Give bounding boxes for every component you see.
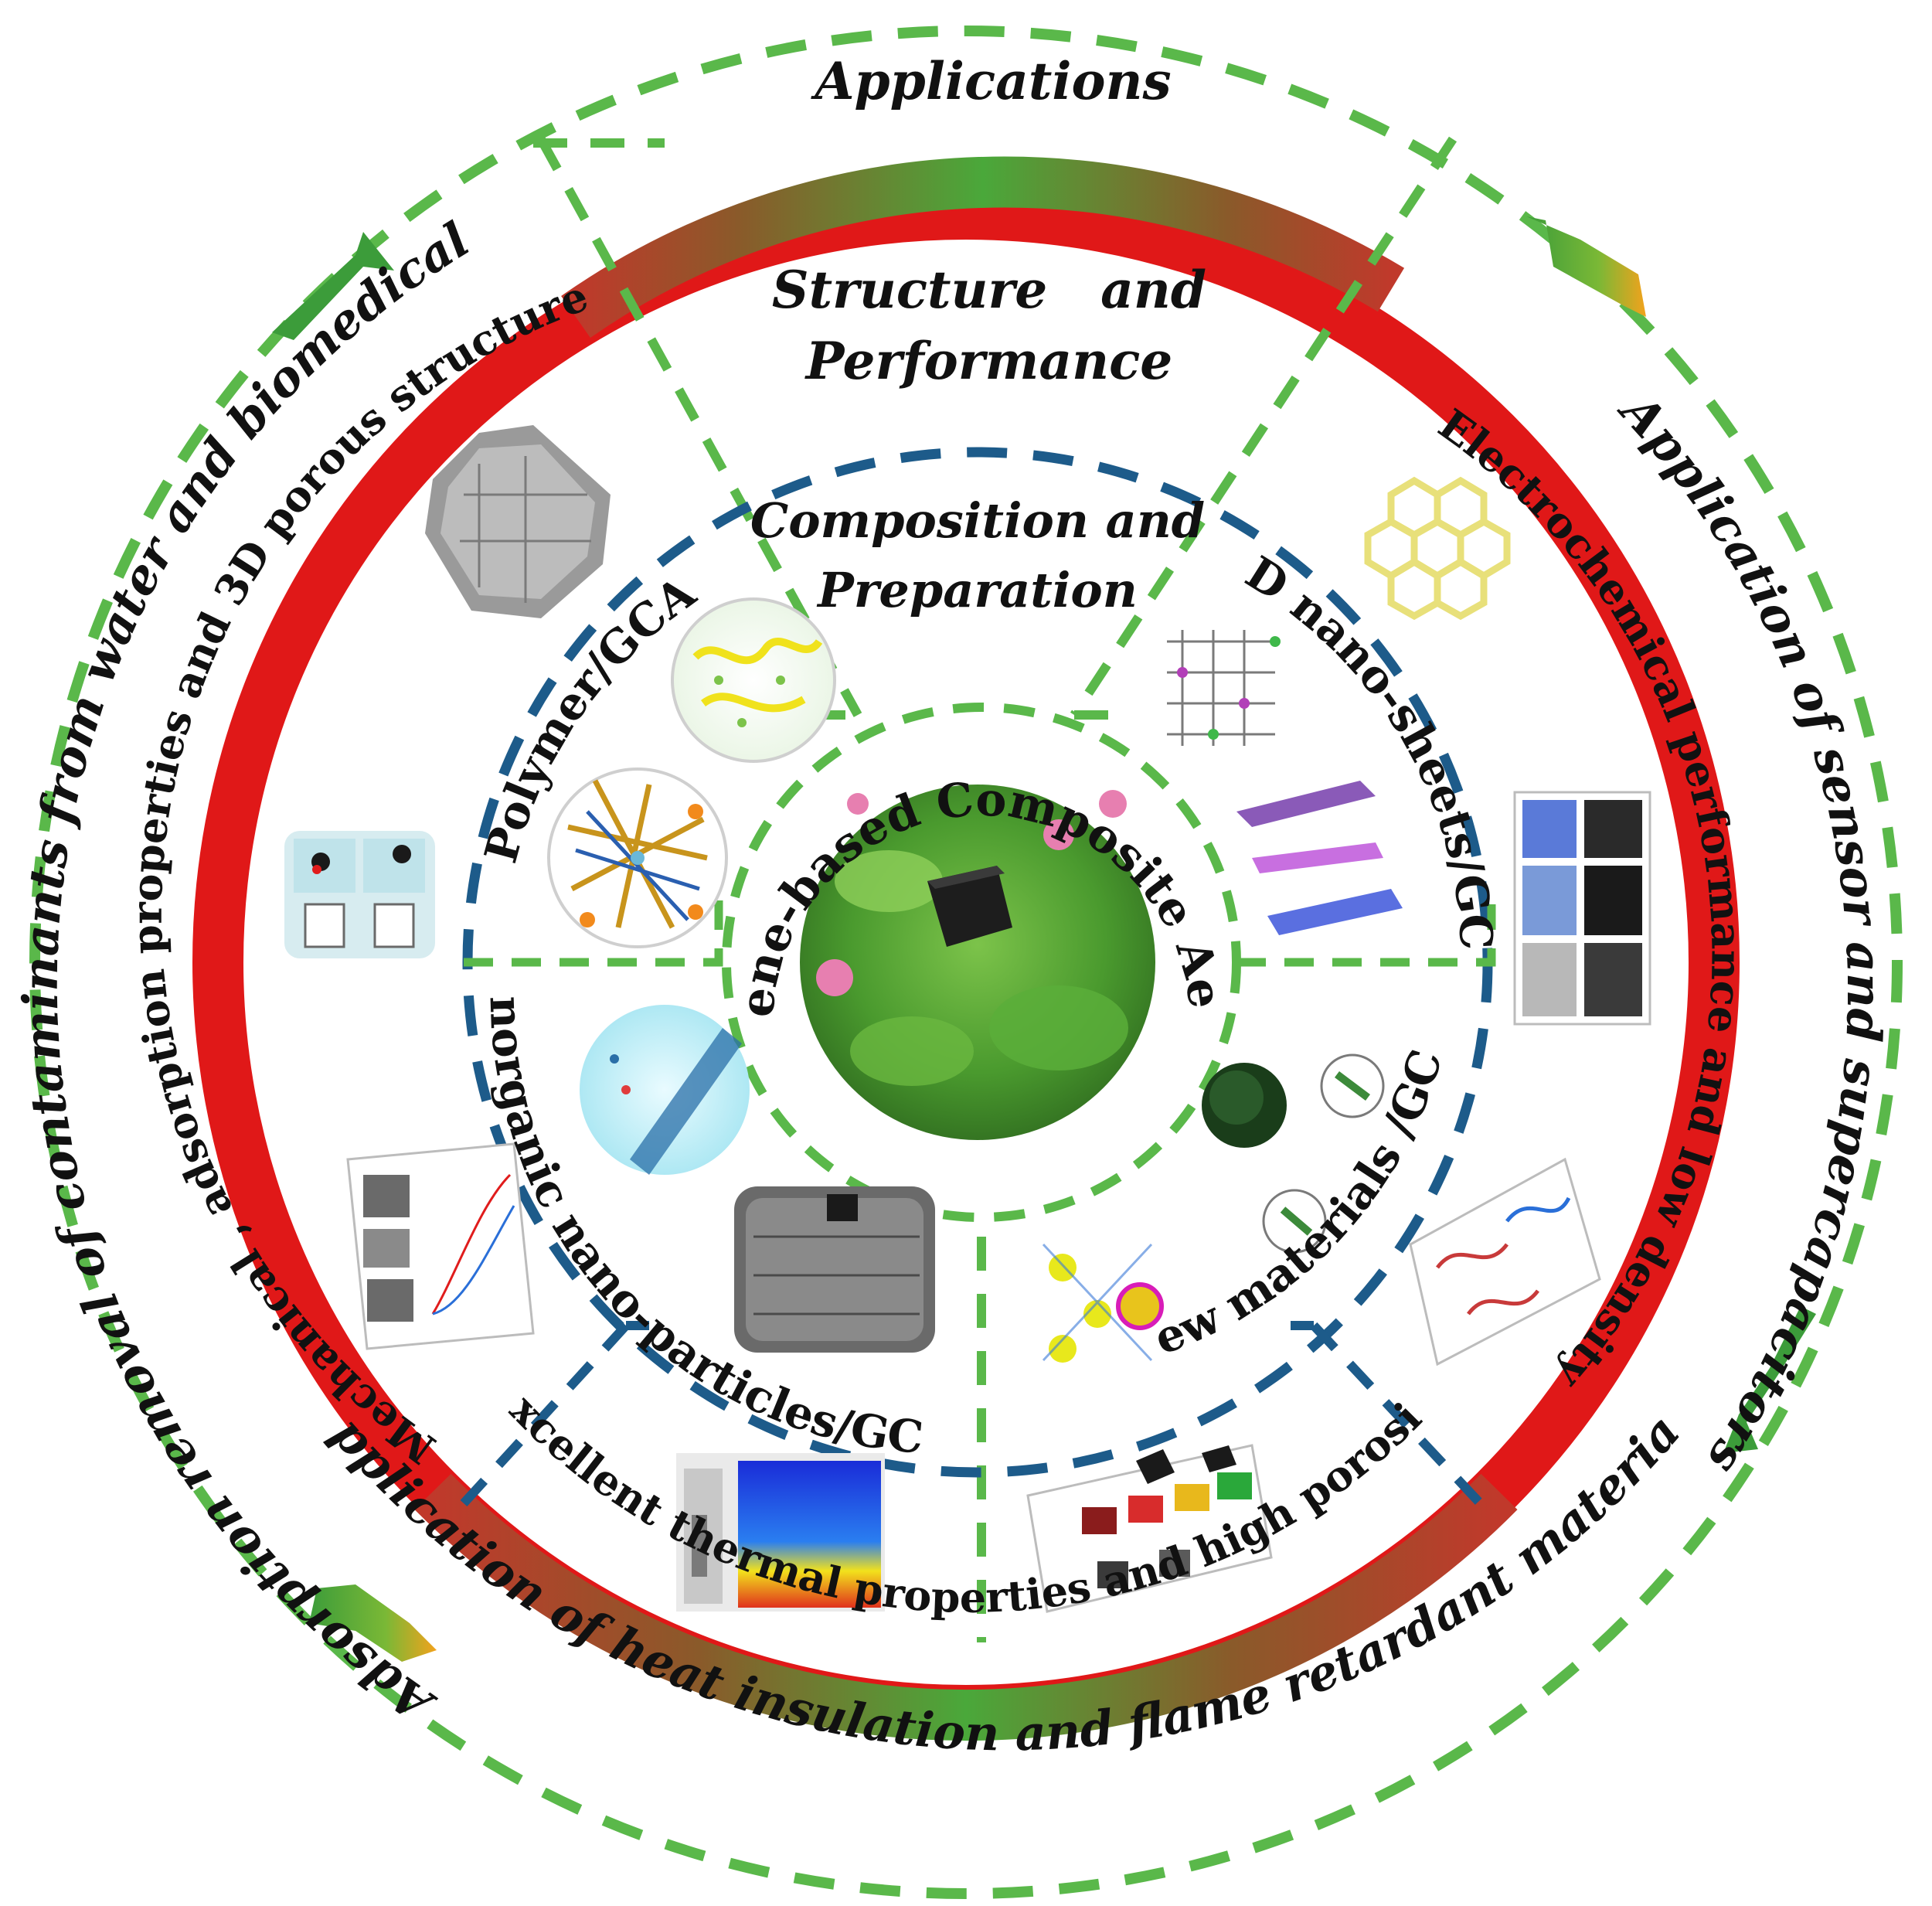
structure-label-line1: Structure and (772, 260, 1206, 320)
center-photo (800, 785, 1155, 1140)
new-material-sphere (1202, 1053, 1385, 1254)
mechanical-graph-image (346, 1142, 535, 1350)
applications-label: Applications (810, 51, 1171, 111)
composition-label-line2: Preparation (816, 562, 1138, 618)
2d-nanosheets-stack (1236, 781, 1403, 935)
inorganic-bubble (580, 1005, 750, 1175)
polymer-bubble-bottom (547, 768, 728, 948)
inner-dividers (464, 881, 1496, 967)
structure-label-line2: Performance (804, 331, 1173, 391)
outer-dashed-ring (29, 26, 1903, 1899)
composition-label-line1: Composition and (750, 492, 1205, 549)
band-bottom-gradient (414, 1473, 1518, 1741)
hexagon-foam-icon (1364, 476, 1511, 621)
blue-diagonals (460, 1321, 1488, 1511)
porous-sem-image (425, 425, 611, 618)
adsorption-device-image (284, 831, 435, 958)
electrochem-plots (1409, 1157, 1601, 1367)
arrow-icon-bottom-left (309, 1584, 437, 1662)
arrow-icon-top-left (272, 232, 394, 340)
polymer-bubble-top (671, 597, 836, 763)
electrochem-photo-collage (1513, 791, 1651, 1026)
thermal-image (676, 1453, 885, 1612)
new-material-crystal (1036, 1233, 1164, 1372)
thermal-ir-collage (1026, 1444, 1273, 1613)
2d-lattice-icon (1159, 626, 1283, 750)
inorganic-sem-image (734, 1186, 935, 1353)
arrow-icon-right (1723, 1306, 1816, 1453)
arrow-icon-top-right (1526, 216, 1646, 317)
band-top-gradient (561, 156, 1405, 339)
